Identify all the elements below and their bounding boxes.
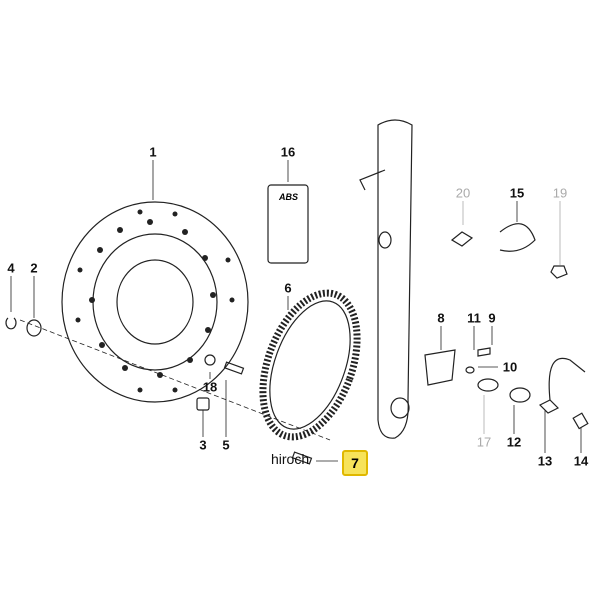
part-label-9[interactable]: 9 [488, 310, 496, 326]
abs-sticker [267, 184, 309, 264]
part-label-16[interactable]: 16 [280, 144, 296, 160]
watermark-text: hiroch [271, 451, 310, 467]
part-label-6[interactable]: 6 [284, 280, 292, 296]
part-label-7-highlighted[interactable]: 7 [342, 450, 368, 476]
part-label-8[interactable]: 8 [437, 310, 445, 326]
part-label-11[interactable]: 11 [467, 310, 481, 326]
part-label-2[interactable]: 2 [30, 260, 38, 276]
part-label-20[interactable]: 20 [455, 185, 471, 201]
part-label-13[interactable]: 13 [537, 453, 553, 469]
part-label-10[interactable]: 10 [502, 359, 518, 375]
part-label-19[interactable]: 19 [552, 185, 568, 201]
bolt-7 [291, 451, 313, 465]
cable-tie [499, 223, 536, 252]
part-label-5[interactable]: 5 [222, 437, 230, 453]
part-label-1[interactable]: 1 [149, 144, 157, 160]
part-label-4[interactable]: 4 [7, 260, 15, 276]
fork-tube [377, 119, 413, 439]
sensor-bracket [424, 349, 456, 386]
part-label-12[interactable]: 12 [506, 434, 522, 450]
part-label-3[interactable]: 3 [199, 437, 207, 453]
part-label-18[interactable]: 18 [202, 379, 218, 395]
part-label-14[interactable]: 14 [573, 453, 589, 469]
brake-disc [61, 201, 249, 403]
abs-sensor-ring [259, 289, 361, 441]
abs-sensor [538, 399, 560, 414]
sticker-abs-text: ABS [279, 192, 299, 202]
washer [26, 319, 42, 337]
part-label-15[interactable]: 15 [509, 185, 525, 201]
circlip [5, 317, 17, 330]
part-label-17[interactable]: 17 [476, 434, 492, 450]
